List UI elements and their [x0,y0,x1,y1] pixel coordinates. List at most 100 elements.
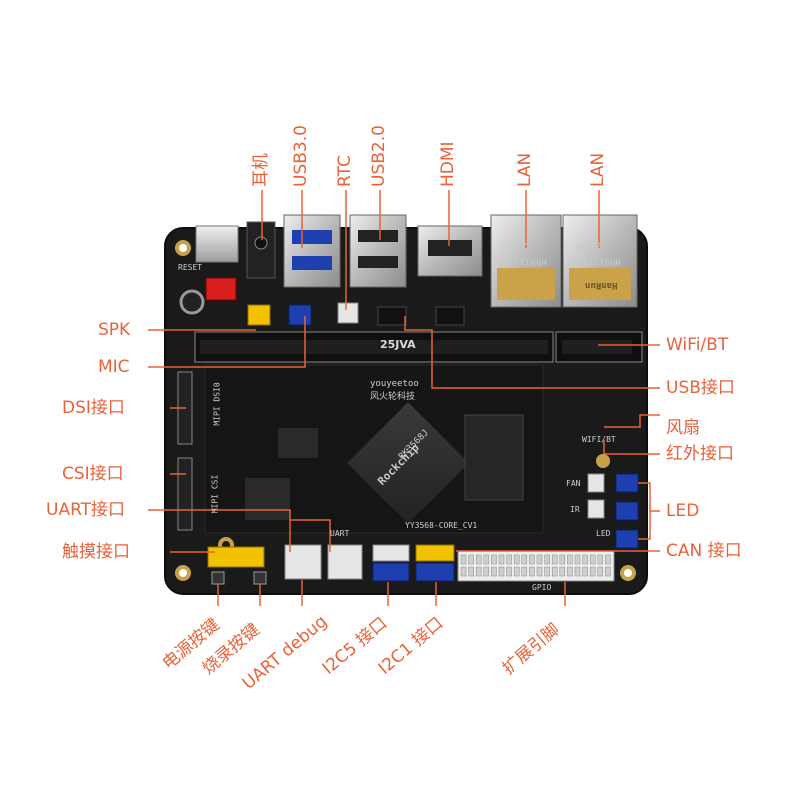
burn-button [253,571,267,585]
gpio-pin [506,566,512,577]
label-lan-1: LAN [515,152,535,187]
gpio-pin [589,554,596,565]
gpio-pin [589,566,596,577]
lan-brand-silk: HanRun [585,280,618,290]
gpio-pin [529,554,535,565]
label-usb3: USB3.0 [291,125,311,187]
gpio-pin [605,566,611,577]
gpio-pin [544,566,550,577]
gpio-pin [536,566,543,577]
gpio-pin [521,566,528,577]
label-led: LED [666,501,700,521]
gpio-pin [567,566,573,577]
label-rtc: RTC [335,155,355,187]
ir-connector [587,499,605,519]
gpio-pin [544,554,550,565]
gpio-pin [483,554,490,565]
gpio-pin [597,566,604,577]
uart-connector-2 [327,544,363,580]
gpio-pin [468,554,474,565]
gpio-pin [506,554,512,565]
gpio-silk: GPIO [532,583,552,592]
led-connector-2 [615,501,639,521]
gpio-pins [460,554,611,577]
gpio-pin [483,566,490,577]
gpio-pin [498,554,505,565]
gpio-pin [491,566,497,577]
red-connector [205,277,237,301]
label-mic: MIC [98,357,130,377]
uart-debug-connector [284,544,322,580]
label-fan: 风扇 [666,418,700,438]
led-connector-1 [615,473,639,493]
gpio-pin [521,554,528,565]
ir-silk: IR [570,505,580,514]
gpio-pin [559,554,566,565]
label-earphone: 耳机 [251,153,271,187]
lan1-part-silk: HR911130A [498,256,547,266]
gpio-pin [468,566,474,577]
gpio-pin [475,554,482,565]
brand-silk: youyeetoo [370,379,419,389]
usb2-port [349,214,407,288]
label-usb2: USB2.0 [369,125,389,187]
label-can: CAN 接口 [666,541,742,561]
i2c1-connector [415,562,455,582]
leader-lines [148,190,660,606]
gpio-pin [460,554,467,565]
gpio-pin [551,554,558,565]
uart-silk: UART [330,529,350,538]
label-dsi: DSI接口 [62,398,125,418]
mic-connector [288,304,312,326]
mipi-dsi-silk: MIPI DSI0 [212,382,222,426]
gpio-pin [605,554,611,565]
gpio-pin [491,554,497,565]
label-wifi-bt: WiFi/BT [666,335,729,355]
label-ir: 红外接口 [666,444,734,464]
label-uart: UART接口 [46,500,126,520]
earphone-jack [246,221,276,279]
gpio-pin [475,566,482,577]
brand-cn-silk: 风火轮科技 [370,392,416,402]
gpio-pin [582,554,588,565]
mipi-csi-silk: MIPI CSI [210,474,220,514]
label-lan-2: LAN [588,152,608,187]
gpio-pin [460,566,467,577]
fan-silk: FAN [566,479,581,488]
label-touch: 触摸接口 [62,542,130,562]
i2c5-connector [372,562,410,582]
lan2-part-silk: HR911130A [572,256,621,266]
gpio-pin [513,554,520,565]
capacitor [179,289,205,315]
gpio-pin [597,554,604,565]
slot-mark-silk: 25JVA [380,338,416,351]
gpio-pin [513,566,520,577]
gpio-pin [574,566,581,577]
label-usb-interface: USB接口 [666,378,735,398]
led-connector-3 [615,529,639,549]
spk-connector [247,304,271,326]
label-csi: CSI接口 [62,464,124,484]
gpio-pin [559,566,566,577]
antenna-connector [596,454,610,468]
gpio-pin [574,554,581,565]
label-hdmi: HDMI [438,141,458,187]
power-button [211,571,225,585]
soc-chip [347,402,469,524]
gpio-pin [529,566,535,577]
dc-jack [195,225,239,263]
usb3-port [283,214,341,288]
gpio-pin [498,566,505,577]
wifi-bt-silk: WIFI/BT [582,435,616,444]
label-spk: SPK [98,320,131,340]
gpio-pin [582,566,588,577]
reset-silk: RESET [178,263,203,272]
rtc-connector [337,302,359,324]
gpio-pin [551,566,558,577]
fan-connector [587,473,605,493]
gpio-pin [536,554,543,565]
memory-chip [464,414,524,501]
lan1-code-silk: 22130 [500,240,528,250]
i2c5-connector-white [372,544,410,562]
